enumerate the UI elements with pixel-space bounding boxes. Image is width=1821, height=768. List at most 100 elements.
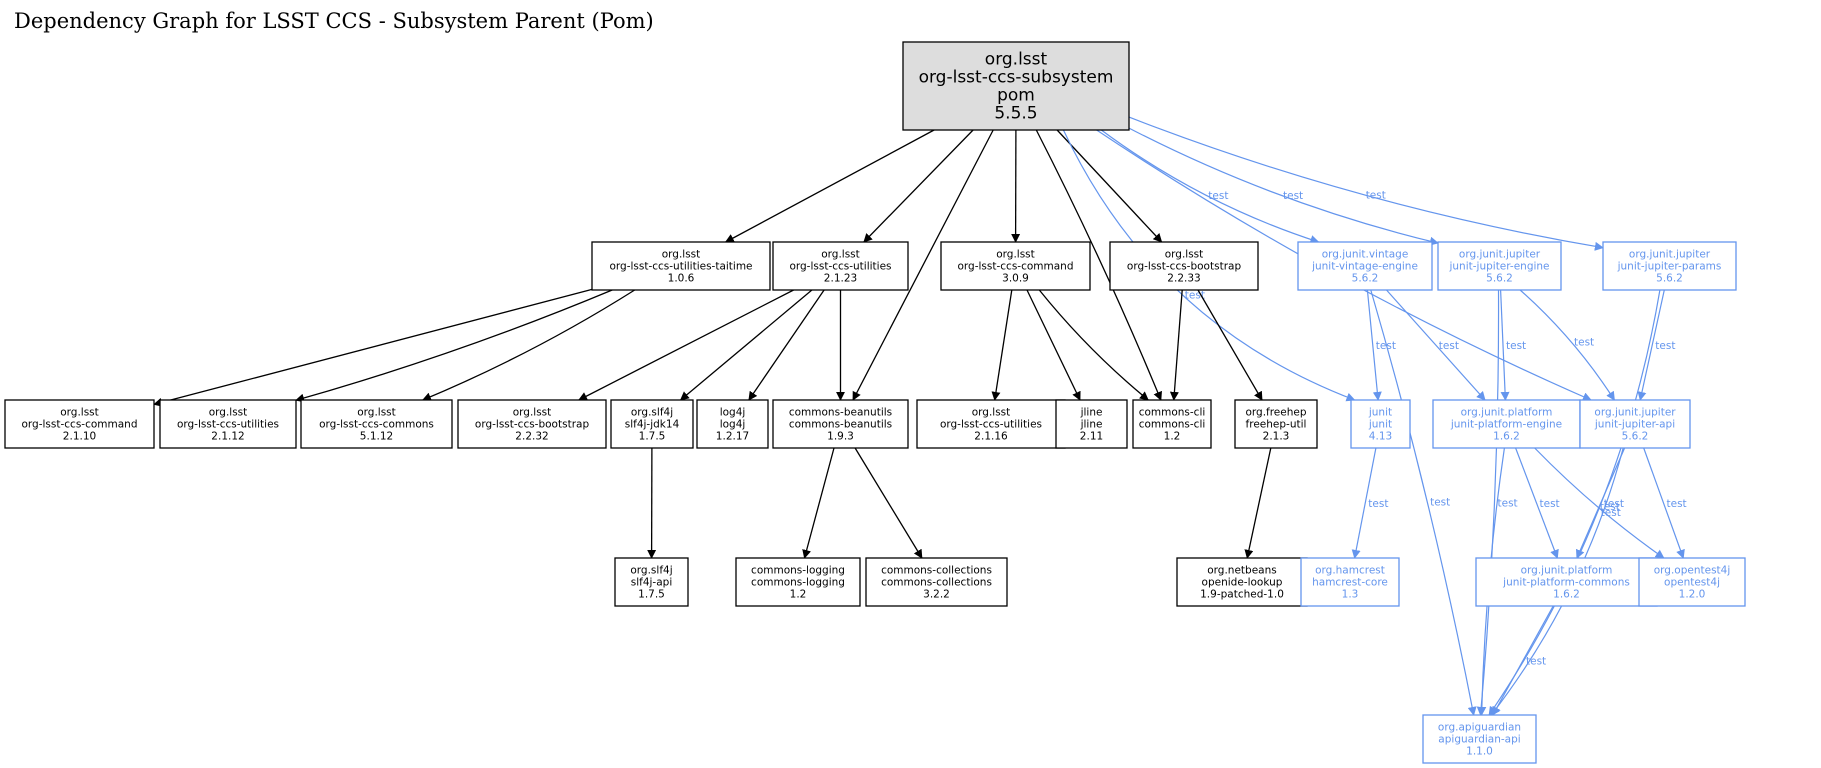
edge-fhep-to-nblook [1244, 447, 1272, 559]
node-label-line: org-lsst-ccs-bootstrap [1127, 261, 1242, 273]
node-label-line: junit-platform-engine [1450, 419, 1562, 431]
node-label-line: 1.9.3 [827, 431, 854, 443]
node-label-line: 1.7.5 [639, 431, 666, 443]
edge-cmd-to-jline [1026, 289, 1081, 401]
node-label-line: junit [1368, 419, 1392, 431]
node-label-line: 1.9-patched-1.0 [1200, 589, 1284, 601]
node-label-line: 1.6.2 [1553, 589, 1580, 601]
node-label-line: opentest4j [1664, 577, 1720, 589]
node-label-line: commons-cli [1139, 419, 1206, 431]
node-box [159, 399, 297, 449]
node-label-line: junit-jupiter-params [1617, 261, 1722, 273]
edge-peng-to-ot4j [1534, 447, 1665, 559]
node-label-line: org.lsst [985, 49, 1048, 69]
node-box [591, 241, 771, 291]
node-label-line: commons-beanutils [789, 407, 892, 419]
edge-label-vint-to-apig: test [1430, 496, 1450, 508]
edge-vint-to-peng [1386, 289, 1486, 401]
node-label-line: org.junit.vintage [1322, 249, 1409, 261]
node-box [940, 241, 1091, 291]
node-label-line: pom [997, 85, 1035, 105]
edge-label-root-to-jeng: test [1283, 190, 1303, 202]
edge-jeng-to-apig [1476, 289, 1500, 716]
node-box [1297, 241, 1433, 291]
edge-root-to-jeng [1128, 127, 1439, 246]
node-vint: org.junit.vintagejunit-vintage-engine5.6… [1297, 241, 1433, 291]
nodes-layer: org.lsstorg-lsst-ccs-subsystempom5.5.5or… [4, 41, 1746, 764]
edge-label-japi-to-pcomm: test [1604, 498, 1624, 510]
edge-utl-to-log4j [748, 289, 825, 401]
node-label-line: 5.5.5 [994, 103, 1037, 123]
edge-label-root-to-junit: test [1185, 289, 1205, 301]
node-box [916, 399, 1066, 449]
edge-label-pcomm-to-apig: test [1526, 656, 1546, 668]
edge-boot-to-fhep [1197, 289, 1263, 401]
edge-jeng-to-peng [1500, 289, 1510, 401]
edge-utl-to-boot2232 [578, 289, 794, 401]
node-label-line: org.lsst [821, 249, 860, 261]
edge-root-to-cli [1035, 129, 1162, 401]
node-label-line: commons-cli [1139, 407, 1206, 419]
edge-root-to-beanu [852, 129, 994, 401]
node-label-line: 2.1.23 [824, 273, 857, 285]
graph-title: Dependency Graph for LSST CCS - Subsyste… [14, 9, 654, 33]
node-utl_tai: org.lsstorg-lsst-ccs-utilities-taitime1.… [591, 241, 771, 291]
node-label-line: 4.13 [1369, 431, 1392, 443]
edge-label-vint-to-junit: test [1376, 340, 1396, 352]
node-label-line: commons-logging [751, 565, 845, 577]
node-label-line: jline [1080, 407, 1103, 419]
node-label-line: org-lsst-ccs-utilities-taitime [609, 261, 752, 273]
node-label-line: 5.6.2 [1656, 273, 1683, 285]
node-label-line: org.lsst [209, 407, 248, 419]
node-label-line: org.lsst [996, 249, 1035, 261]
edge-label-jpar-to-apig: test [1601, 507, 1621, 519]
node-label-line: org-lsst-ccs-utilities [789, 261, 891, 273]
node-label-line: org.junit.platform [1461, 407, 1553, 419]
node-box [1109, 241, 1259, 291]
edge-beanu-to-ccoll [854, 447, 923, 559]
node-label-line: org.junit.jupiter [1459, 249, 1541, 261]
node-label-line: org.netbeans [1207, 565, 1276, 577]
node-label-line: slf4j-jdk14 [625, 419, 680, 431]
node-label-line: commons-beanutils [789, 419, 892, 431]
edge-label-peng-to-ot4j: test [1600, 501, 1620, 513]
node-box [457, 399, 607, 449]
edge-label-vint-to-peng: test [1439, 340, 1459, 352]
node-label-line: org.junit.platform [1521, 565, 1613, 577]
node-label-line: 1.0.6 [668, 273, 695, 285]
edge-root-to-vint [1100, 129, 1320, 244]
node-label-line: 5.6.2 [1486, 273, 1513, 285]
node-label-line: org.junit.jupiter [1594, 407, 1676, 419]
node-box [735, 557, 861, 607]
node-label-line: 2.1.16 [974, 431, 1008, 443]
node-box [1638, 557, 1746, 607]
node-label-line: apiguardian-api [1438, 734, 1520, 746]
node-label-line: org-lsst-ccs-bootstrap [475, 419, 590, 431]
node-label-line: org.slf4j [630, 565, 672, 577]
node-label-line: org.opentest4j [1654, 565, 1731, 577]
edge-utl-to-slfjdk [679, 289, 813, 401]
node-label-line: 2.2.32 [515, 431, 548, 443]
node-label-line: commons-logging [751, 577, 845, 589]
edge-japi-to-ot4j [1643, 447, 1685, 559]
node-label-line: org.lsst [513, 407, 552, 419]
node-jeng: org.junit.jupiterjunit-jupiter-engine5.6… [1437, 241, 1562, 291]
node-label-line: 2.2.33 [1167, 273, 1200, 285]
node-label-line: junit-jupiter-engine [1448, 261, 1549, 273]
node-label-line: 1.2 [790, 589, 807, 601]
node-label-line: 1.2.0 [1679, 589, 1706, 601]
node-label-line: org.lsst [662, 249, 701, 261]
node-box [1437, 241, 1562, 291]
node-box [865, 557, 1008, 607]
node-box [1579, 399, 1691, 449]
node-label-line: org.lsst [1165, 249, 1204, 261]
